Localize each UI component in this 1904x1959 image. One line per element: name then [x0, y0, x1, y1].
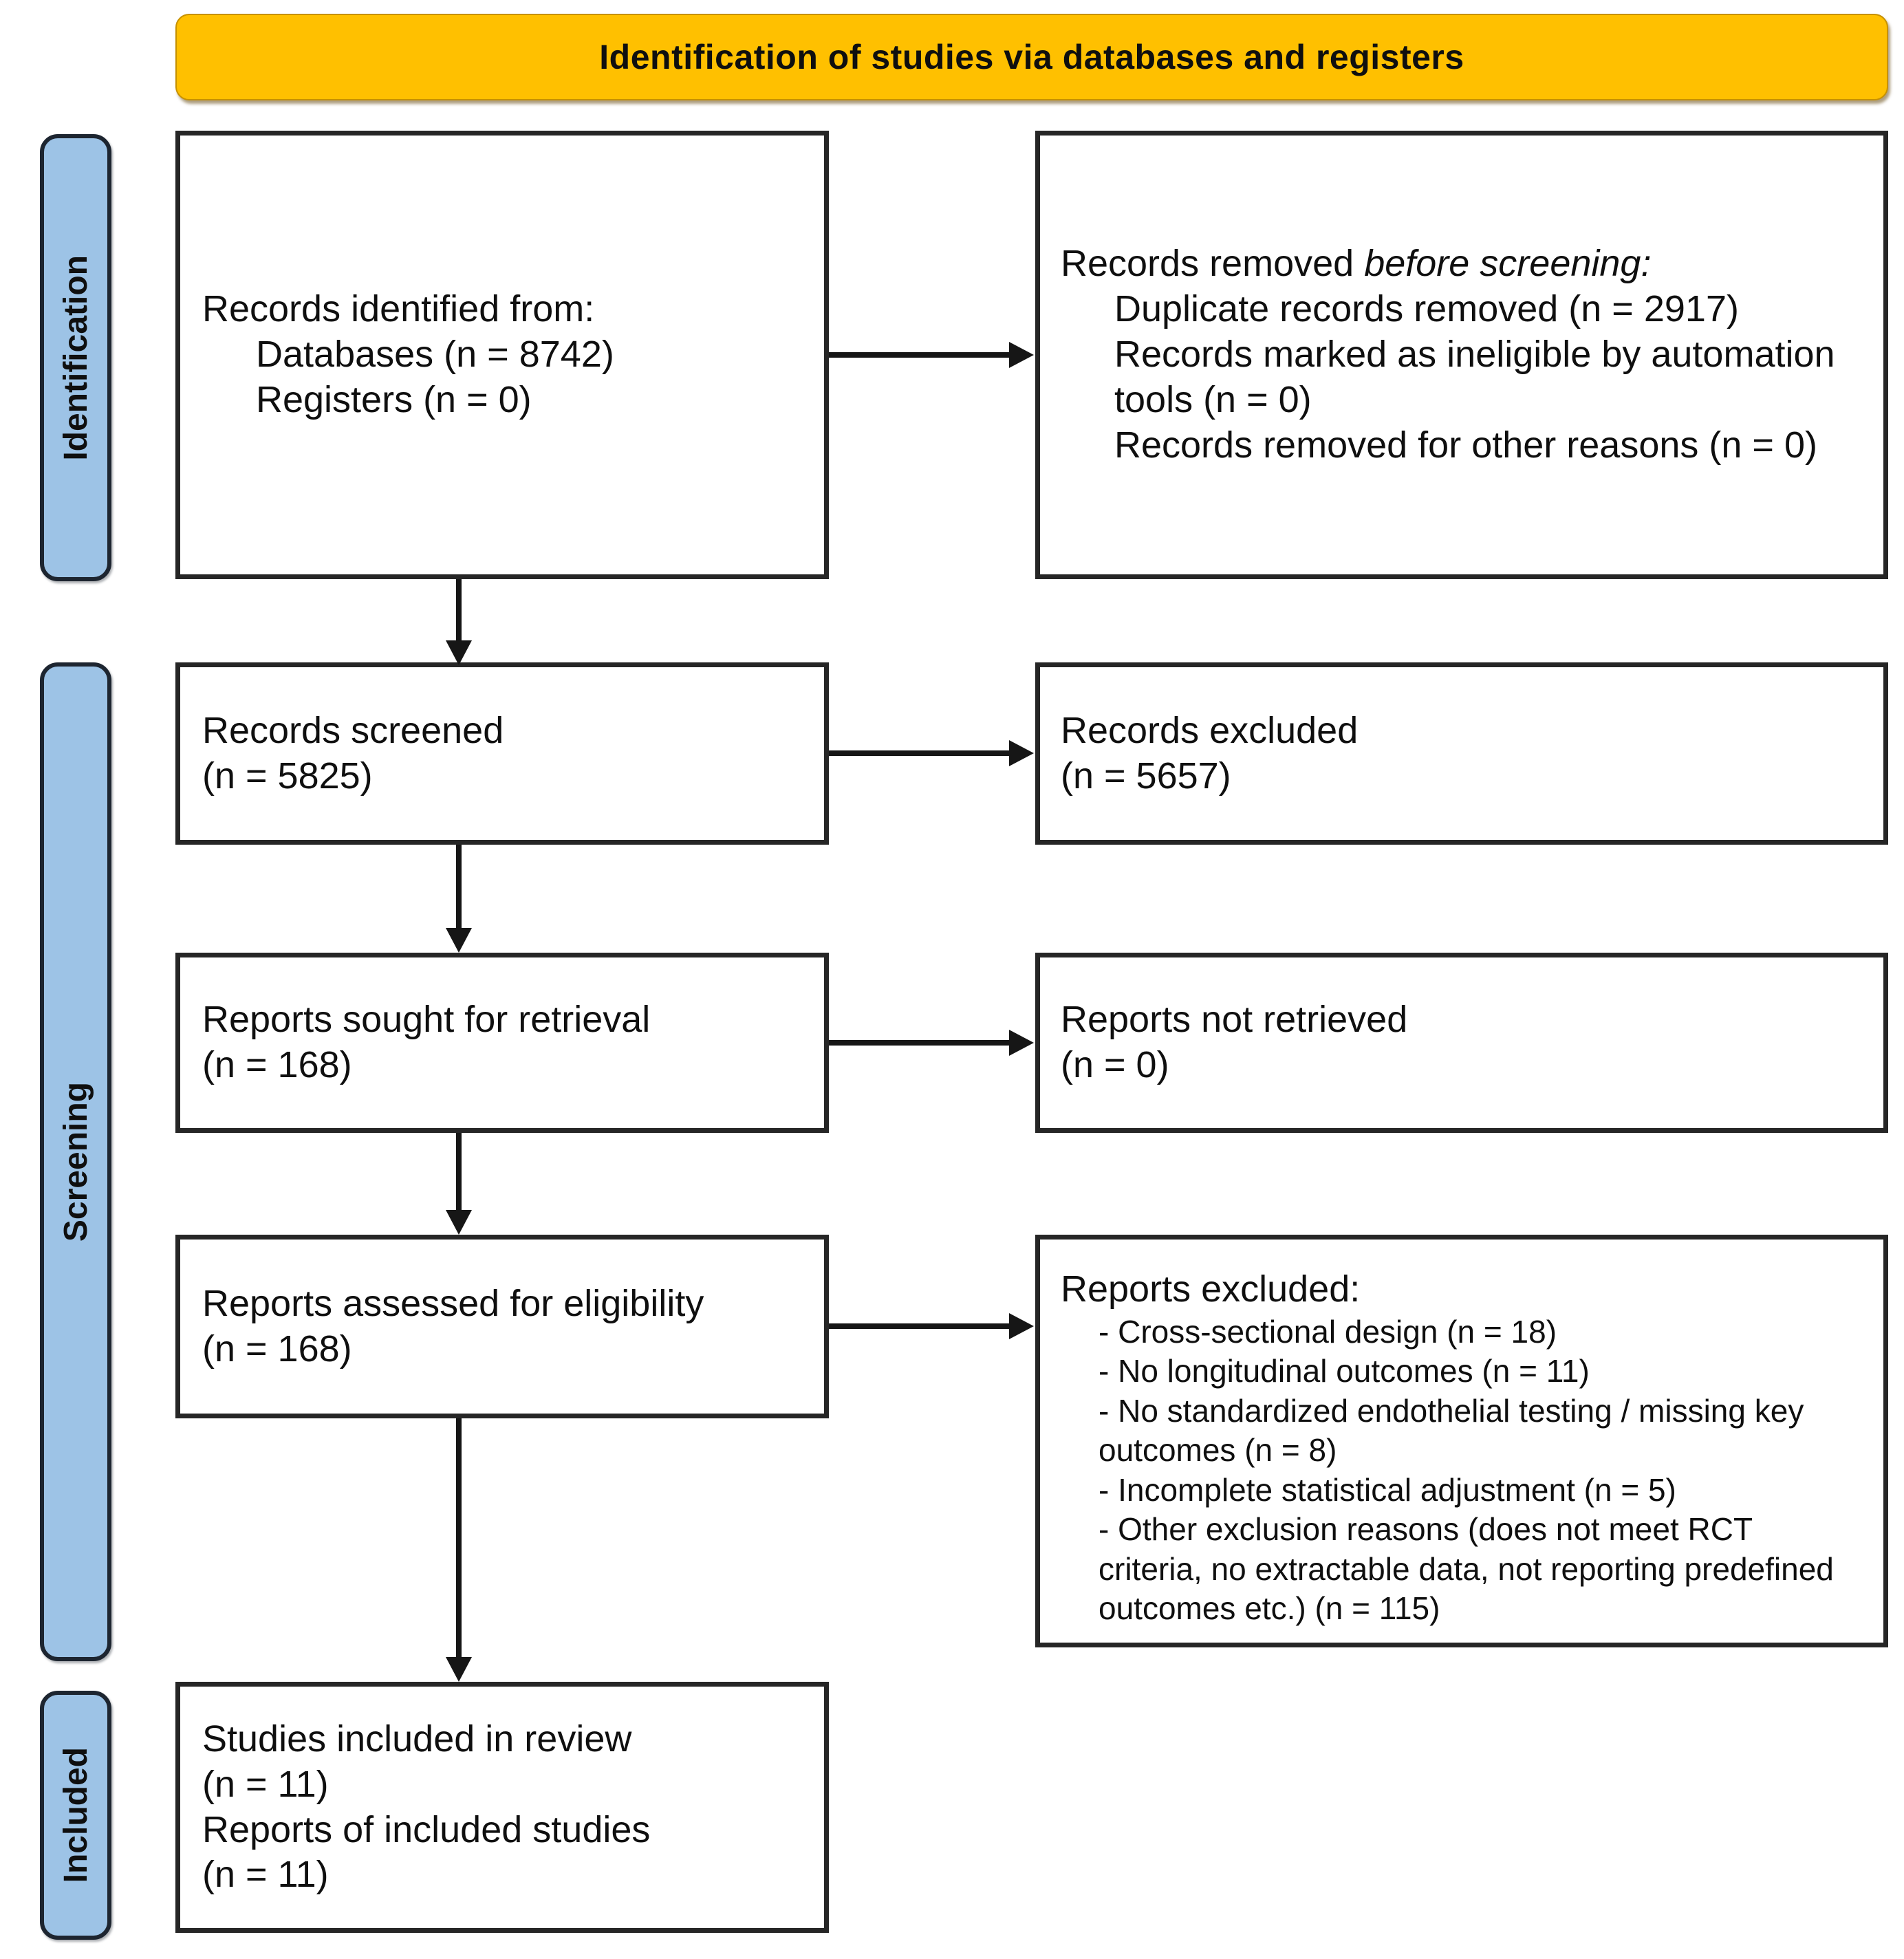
box-line: (n = 5825)	[202, 755, 373, 797]
stage-label-screening: Screening	[57, 1081, 94, 1242]
exclusion-reason: - Cross-sectional design (n = 18)	[1099, 1313, 1557, 1350]
box-line: Records removed for other reasons (n = 0…	[1114, 424, 1817, 466]
box-title: Records identified from:	[202, 288, 595, 330]
box-line: Reports not retrieved	[1061, 999, 1408, 1041]
box-title: Reports excluded:	[1061, 1268, 1361, 1310]
box-line: Duplicate records removed (n = 2917)	[1114, 288, 1739, 330]
stage-label-included: Included	[57, 1747, 94, 1883]
box-line: Records excluded	[1061, 709, 1359, 751]
box-line: (n = 11)	[202, 1763, 329, 1805]
box-title: Records removed before screening:	[1061, 241, 1846, 287]
box-line: (n = 0)	[1061, 1044, 1169, 1085]
box-line: Registers (n = 0)	[256, 378, 532, 420]
box-line: (n = 168)	[202, 1328, 352, 1370]
box-records-screened: Records screened (n = 5825)	[175, 662, 829, 845]
exclusion-reason: - No standardized endothelial testing / …	[1099, 1392, 1804, 1469]
box-reports-excluded: Reports excluded: - Cross-sectional desi…	[1035, 1235, 1888, 1647]
box-line: (n = 5657)	[1061, 755, 1231, 797]
stage-bar-included: Included	[40, 1691, 111, 1940]
box-records-excluded: Records excluded (n = 5657)	[1035, 662, 1888, 845]
arrow-assessed-to-reports-excluded	[829, 1313, 1034, 1339]
box-line: Reports assessed for eligibility	[202, 1282, 704, 1324]
exclusion-reason: - Incomplete statistical adjustment (n =…	[1099, 1471, 1676, 1508]
box-reports-assessed: Reports assessed for eligibility (n = 16…	[175, 1235, 829, 1418]
box-line: Databases (n = 8742)	[256, 334, 614, 376]
arrow-screened-to-excluded	[829, 740, 1034, 766]
arrow-screened-to-sought	[446, 845, 472, 953]
stage-bar-screening: Screening	[40, 662, 111, 1661]
arrow-sought-to-assessed	[446, 1133, 472, 1235]
box-line: Records marked as ineligible by automati…	[1114, 334, 1835, 420]
box-title-text: Records removed	[1061, 243, 1365, 285]
box-title-italic: before screening:	[1364, 243, 1652, 285]
box-line: (n = 11)	[202, 1854, 329, 1896]
box-line: Reports of included studies	[202, 1808, 651, 1850]
arrow-identified-to-removed	[829, 342, 1034, 368]
box-records-removed: Records removed before screening: Duplic…	[1035, 131, 1888, 579]
arrow-identified-to-screened	[446, 579, 472, 665]
box-line: Reports sought for retrieval	[202, 999, 651, 1041]
stage-label-identification: Identification	[57, 255, 94, 461]
header-banner: Identification of studies via databases …	[175, 14, 1888, 100]
box-reports-not-retrieved: Reports not retrieved (n = 0)	[1035, 953, 1888, 1133]
box-line: Studies included in review	[202, 1718, 632, 1760]
box-studies-included: Studies included in review (n = 11) Repo…	[175, 1682, 829, 1933]
box-reports-sought: Reports sought for retrieval (n = 168)	[175, 953, 829, 1133]
exclusion-reason: - No longitudinal outcomes (n = 11)	[1099, 1353, 1590, 1389]
arrow-sought-to-not-retrieved	[829, 1030, 1034, 1056]
arrow-assessed-to-included	[446, 1418, 472, 1682]
box-line: (n = 168)	[202, 1044, 352, 1085]
box-line: Records screened	[202, 709, 504, 751]
exclusion-reason: - Other exclusion reasons (does not meet…	[1099, 1511, 1834, 1627]
stage-bar-identification: Identification	[40, 134, 111, 581]
box-records-identified: Records identified from: Databases (n = …	[175, 131, 829, 579]
diagram-title: Identification of studies via databases …	[599, 38, 1464, 76]
